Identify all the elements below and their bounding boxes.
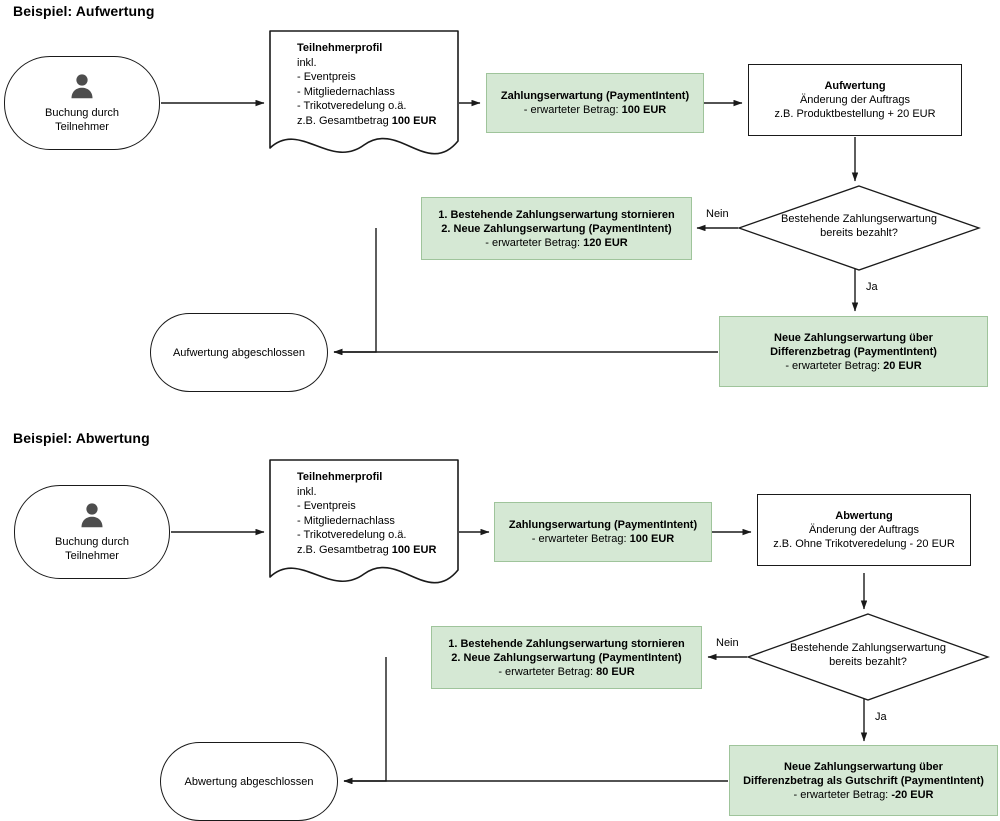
document-line5-amount: 100 EUR — [391, 114, 437, 127]
document-line4: - Trikotveredelung o.ä. — [297, 100, 407, 112]
edge-label-ja-abwertung: Ja — [873, 711, 889, 723]
change-node-line1: Änderung der Auftrags — [808, 524, 920, 536]
no-branch-detail: - erwarteter Betrag: 80 EUR — [448, 665, 685, 679]
document-line3: - Mitgliedernachlass — [297, 514, 395, 527]
payment-intent-title: Zahlungserwartung (PaymentIntent) — [500, 90, 690, 102]
start-node-line1: Buchung durch — [55, 536, 129, 548]
document-line5-amount: 100 EUR — [391, 543, 437, 556]
decision-node-bezahlt-aufwertung[interactable]: Bestehende Zahlungserwartung bereits bez… — [739, 212, 979, 240]
change-node-line1: Änderung der Auftrags — [799, 94, 911, 106]
yes-branch-detail: - erwarteter Betrag: -20 EUR — [743, 788, 984, 802]
document-title: Teilnehmerprofil — [297, 42, 383, 54]
no-branch-detail-prefix: - erwarteter Betrag: — [485, 236, 584, 249]
start-node-line2: Teilnehmer — [55, 121, 109, 133]
edge-label-ja-aufwertung: Ja — [864, 281, 880, 293]
edge-label-nein-aufwertung: Nein — [704, 208, 731, 220]
document-line2: - Eventpreis — [297, 71, 356, 83]
start-node-buchung-abwertung[interactable]: Buchung durch Teilnehmer — [14, 485, 170, 579]
document-line1: inkl. — [297, 56, 317, 69]
document-line2: - Eventpreis — [297, 500, 356, 512]
document-line3: - Mitgliedernachlass — [297, 85, 395, 98]
section-title-aufwertung: Beispiel: Aufwertung — [13, 3, 155, 19]
decision-node-bezahlt-abwertung[interactable]: Bestehende Zahlungserwartung bereits bez… — [748, 641, 988, 669]
start-node-line2: Teilnehmer — [65, 550, 119, 562]
decision-line1: Bestehende Zahlungserwartung — [790, 642, 946, 654]
payment-intent-amount: 100 EUR — [629, 533, 675, 545]
yes-branch-node-aufwertung[interactable]: Neue Zahlungserwartung über Differenzbet… — [719, 316, 988, 387]
document-line4: - Trikotveredelung o.ä. — [297, 529, 407, 541]
document-line5-prefix: z.B. Gesamtbetrag — [297, 543, 392, 556]
payment-intent-node-aufwertung[interactable]: Zahlungserwartung (PaymentIntent) - erwa… — [486, 73, 704, 133]
yes-branch-amount: 20 EUR — [883, 359, 922, 372]
yes-branch-line2: Differenzbetrag (PaymentIntent) — [770, 345, 937, 358]
yes-branch-node-abwertung[interactable]: Neue Zahlungserwartung über Differenzbet… — [729, 745, 998, 816]
person-icon — [81, 503, 103, 528]
yes-branch-line2: Differenzbetrag als Gutschrift (PaymentI… — [743, 774, 984, 787]
document-line5-prefix: z.B. Gesamtbetrag — [297, 114, 392, 127]
start-node-label: Buchung durch Teilnehmer — [45, 106, 119, 134]
change-node-title: Aufwertung — [824, 80, 886, 92]
yes-branch-detail: - erwarteter Betrag: 20 EUR — [770, 359, 937, 373]
section-title-abwertung: Beispiel: Abwertung — [13, 430, 150, 446]
payment-intent-detail-prefix: - erwarteter Betrag: — [523, 104, 622, 116]
end-node-abwertung[interactable]: Abwertung abgeschlossen — [160, 742, 338, 821]
no-branch-amount: 120 EUR — [583, 236, 628, 249]
document-line5: z.B. Gesamtbetrag 100 EUR — [297, 114, 457, 129]
edge-label-nein-abwertung: Nein — [714, 637, 741, 649]
no-branch-detail-prefix: - erwarteter Betrag: — [498, 665, 597, 678]
end-node-aufwertung[interactable]: Aufwertung abgeschlossen — [150, 313, 328, 392]
change-node-abwertung[interactable]: Abwertung Änderung der Auftrags z.B. Ohn… — [757, 494, 971, 566]
change-node-aufwertung[interactable]: Aufwertung Änderung der Auftrags z.B. Pr… — [748, 64, 962, 136]
no-branch-line2: 2. Neue Zahlungserwartung (PaymentIntent… — [451, 651, 682, 664]
no-branch-node-abwertung[interactable]: 1. Bestehende Zahlungserwartung stornier… — [431, 626, 702, 689]
change-node-line2: z.B. Produktbestellung + 20 EUR — [774, 108, 936, 120]
person-icon — [71, 74, 93, 99]
payment-intent-detail-prefix: - erwarteter Betrag: — [531, 533, 630, 545]
no-branch-node-aufwertung[interactable]: 1. Bestehende Zahlungserwartung stornier… — [421, 197, 692, 260]
payment-intent-amount: 100 EUR — [621, 104, 667, 116]
no-branch-line2: 2. Neue Zahlungserwartung (PaymentIntent… — [441, 222, 672, 235]
payment-intent-node-abwertung[interactable]: Zahlungserwartung (PaymentIntent) - erwa… — [494, 502, 712, 562]
yes-branch-line1: Neue Zahlungserwartung über — [784, 760, 943, 773]
yes-branch-detail-prefix: - erwarteter Betrag: — [785, 359, 884, 372]
end-node-label: Abwertung abgeschlossen — [184, 775, 314, 788]
yes-branch-detail-prefix: - erwarteter Betrag: — [793, 788, 892, 801]
document-title: Teilnehmerprofil — [297, 471, 383, 483]
payment-intent-detail: - erwarteter Betrag: 100 EUR — [501, 103, 689, 117]
no-branch-detail: - erwarteter Betrag: 120 EUR — [438, 236, 675, 250]
document-line1: inkl. — [297, 485, 317, 498]
start-node-label: Buchung durch Teilnehmer — [55, 535, 129, 563]
decision-line2: bereits bezahlt? — [820, 227, 898, 239]
change-node-title: Abwertung — [835, 510, 893, 522]
document-node-teilnehmerprofil-abwertung[interactable]: Teilnehmerprofil inkl. - Eventpreis - Mi… — [297, 470, 457, 557]
decision-line1: Bestehende Zahlungserwartung — [781, 213, 937, 225]
payment-intent-title: Zahlungserwartung (PaymentIntent) — [508, 519, 698, 531]
yes-branch-line1: Neue Zahlungserwartung über — [774, 331, 933, 344]
document-node-teilnehmerprofil-aufwertung[interactable]: Teilnehmerprofil inkl. - Eventpreis - Mi… — [297, 41, 457, 128]
start-node-line1: Buchung durch — [45, 107, 119, 119]
change-node-line2: z.B. Ohne Trikotveredelung - 20 EUR — [773, 538, 955, 550]
start-node-buchung-aufwertung[interactable]: Buchung durch Teilnehmer — [4, 56, 160, 150]
no-branch-line1: 1. Bestehende Zahlungserwartung stornier… — [438, 208, 675, 221]
yes-branch-amount: -20 EUR — [891, 788, 934, 801]
payment-intent-detail: - erwarteter Betrag: 100 EUR — [509, 532, 697, 546]
document-line5: z.B. Gesamtbetrag 100 EUR — [297, 543, 457, 558]
no-branch-line1: 1. Bestehende Zahlungserwartung stornier… — [448, 637, 685, 650]
end-node-label: Aufwertung abgeschlossen — [172, 346, 306, 359]
decision-line2: bereits bezahlt? — [829, 656, 907, 668]
no-branch-amount: 80 EUR — [596, 665, 635, 678]
